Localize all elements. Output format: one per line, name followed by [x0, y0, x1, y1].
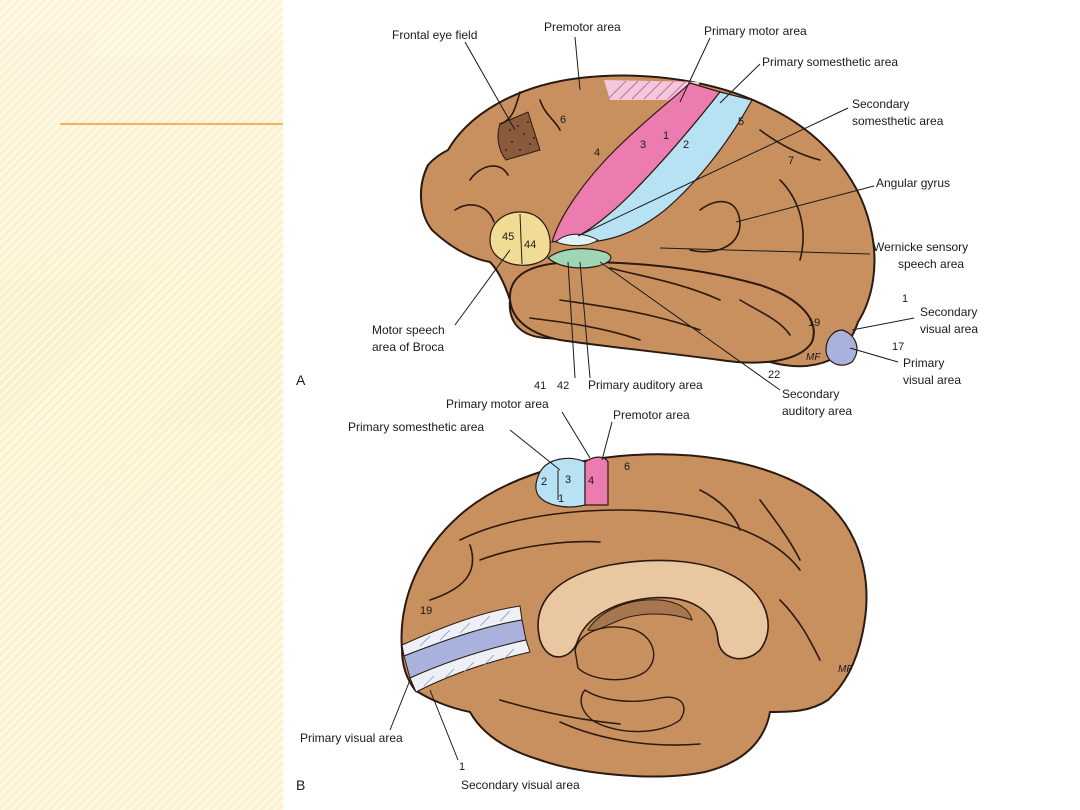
area-7-label: 7 — [788, 155, 794, 167]
frontal-eye-field-label: Frontal eye field — [392, 28, 477, 42]
secondary-auditory-label-line1: Secondary — [782, 387, 839, 401]
medial-area-3-label: 3 — [565, 474, 571, 486]
wernicke-label-line2: speech area — [898, 257, 964, 271]
secondary-visual-label-line1: Secondary — [920, 305, 977, 319]
primary-auditory-area-label: Primary auditory area — [588, 378, 703, 392]
medial-area-1-bottom-label: 1 — [459, 761, 465, 773]
area-44-label: 44 — [524, 239, 536, 251]
motor-speech-label-line1: Motor speech — [372, 323, 445, 337]
area-5-label: 5 — [738, 116, 744, 128]
primary-visual-label-line2: visual area — [903, 373, 961, 387]
angular-gyrus-label: Angular gyrus — [876, 176, 950, 190]
area-6-label: 6 — [560, 114, 566, 126]
panel-b-medial-brain — [402, 454, 867, 776]
area-17-label: 17 — [892, 341, 904, 353]
premotor-area-label-b: Premotor area — [613, 408, 690, 422]
area-3-label: 3 — [640, 139, 646, 151]
area-1-label: 1 — [663, 130, 669, 142]
premotor-area-label-a: Premotor area — [544, 20, 621, 34]
primary-motor-area-label-a: Primary motor area — [704, 24, 807, 38]
area-2-label: 2 — [683, 139, 689, 151]
area-42-label: 42 — [557, 380, 569, 392]
area-1-visual-label: 1 — [902, 293, 908, 305]
area-41-label: 41 — [534, 380, 546, 392]
primary-somesthetic-area-label-b: Primary somesthetic area — [348, 420, 484, 434]
area-19-label: 19 — [808, 317, 820, 329]
primary-motor-area-label-b: Primary motor area — [446, 397, 549, 411]
secondary-somesthetic-label-line2: somesthetic area — [852, 114, 944, 128]
artist-signature-b: MF — [838, 664, 853, 675]
medial-area-4-label: 4 — [588, 475, 594, 487]
panel-a-letter: A — [296, 372, 306, 388]
medial-area-19-label: 19 — [420, 605, 432, 617]
area-22-label: 22 — [768, 369, 780, 381]
secondary-visual-label-line2: visual area — [920, 322, 978, 336]
panel-b-letter: B — [296, 777, 305, 793]
artist-signature-a: MF — [806, 352, 821, 363]
secondary-somesthetic-label-line1: Secondary — [852, 97, 909, 111]
panel-a-lateral-brain — [421, 76, 875, 367]
thalamus — [575, 627, 654, 680]
area-45-label: 45 — [502, 231, 514, 243]
medial-area-6-label: 6 — [624, 461, 630, 473]
wernicke-label-line1: Wernicke sensory — [873, 240, 968, 254]
secondary-visual-area-label-b: Secondary visual area — [461, 778, 580, 792]
area-4-label: 4 — [594, 147, 600, 159]
medial-area-1-label: 1 — [558, 493, 564, 505]
primary-visual-label-line1: Primary — [903, 356, 944, 370]
primary-somesthetic-area-label-a: Primary somesthetic area — [762, 55, 898, 69]
secondary-auditory-label-line2: auditory area — [782, 404, 852, 418]
motor-speech-label-line2: area of Broca — [372, 340, 444, 354]
primary-visual-area-label-b: Primary visual area — [300, 731, 403, 745]
medial-area-2-label: 2 — [541, 476, 547, 488]
